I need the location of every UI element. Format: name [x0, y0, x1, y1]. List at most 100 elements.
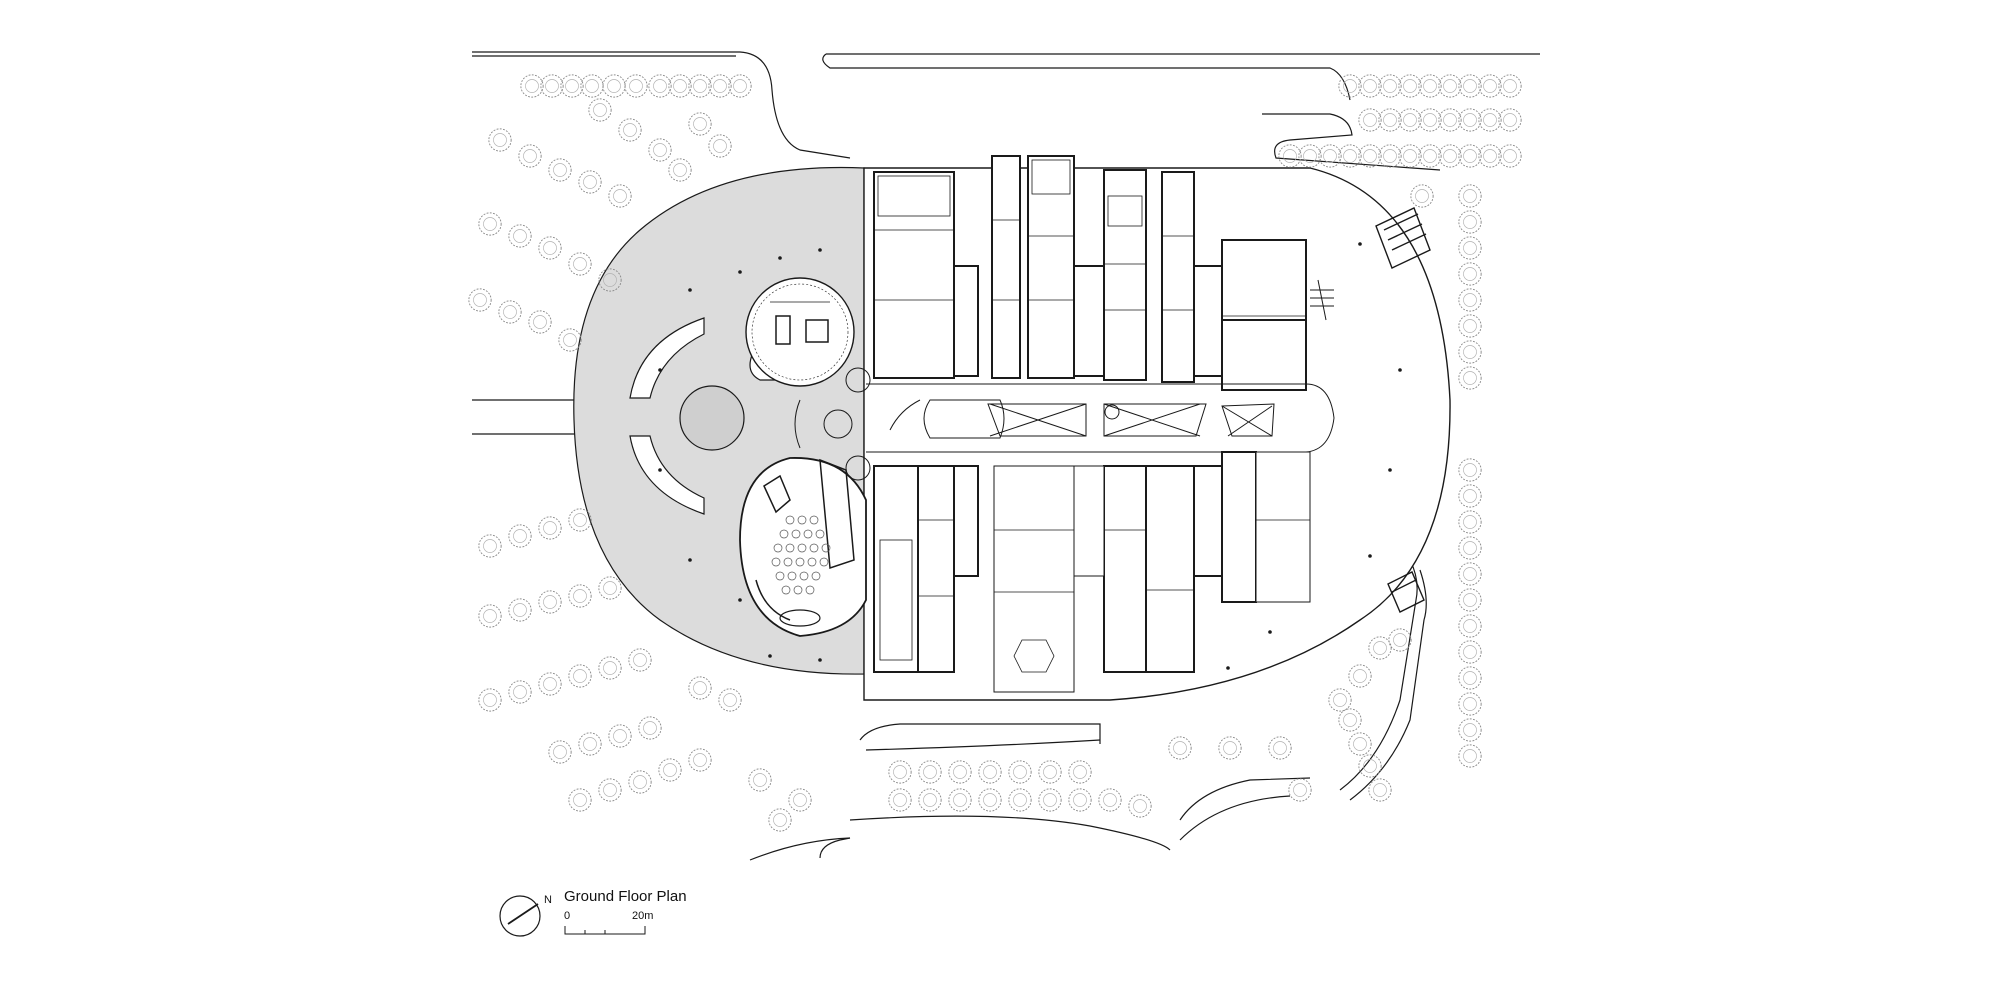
tree-icon	[478, 688, 502, 712]
tree-icon	[978, 788, 1002, 812]
tree-icon	[598, 656, 622, 680]
south-wings	[873, 451, 1257, 673]
tree-icon	[1438, 144, 1462, 168]
tree-icon	[1218, 736, 1242, 760]
tree-icon	[638, 716, 662, 740]
tree-icon	[1478, 108, 1502, 132]
south-wing-interiors	[879, 519, 1310, 673]
tree-icon	[518, 144, 542, 168]
tree-icon	[578, 170, 602, 194]
tree-icon	[1458, 108, 1482, 132]
scale-end-label: 20m	[632, 910, 654, 922]
tree-icon	[1458, 510, 1482, 534]
tree-icon	[1368, 636, 1392, 660]
tree-icon	[1128, 794, 1152, 818]
tree-icon	[658, 758, 682, 782]
east-shelters	[1375, 207, 1431, 613]
tree-icon	[948, 788, 972, 812]
tree-icon	[1278, 144, 1302, 168]
tree-icon	[1418, 108, 1442, 132]
tree-icon	[618, 118, 642, 142]
tree-icon	[560, 74, 584, 98]
column-grid	[658, 242, 1402, 670]
central-spine	[794, 367, 1335, 481]
tree-icon	[1458, 210, 1482, 234]
tree-icon	[1458, 562, 1482, 586]
tree-icon	[1398, 108, 1422, 132]
tree-icon	[1348, 664, 1372, 688]
tree-icon	[1458, 340, 1482, 364]
tree-icon	[1418, 144, 1442, 168]
tree-icon	[1458, 458, 1482, 482]
tree-icon	[918, 788, 942, 812]
tree-icon	[1038, 788, 1062, 812]
scale-start-label: 0	[564, 910, 571, 922]
tree-icon	[1458, 640, 1482, 664]
roundabout	[679, 385, 745, 451]
tree-icon	[508, 680, 532, 704]
tree-icon	[918, 760, 942, 784]
tree-icon	[1498, 144, 1522, 168]
tree-icon	[624, 74, 648, 98]
tree-icon	[1358, 108, 1382, 132]
tree-icon	[508, 224, 532, 248]
tree-icon	[1328, 688, 1352, 712]
tree-icon	[478, 534, 502, 558]
tree-icon	[538, 236, 562, 260]
tree-icon	[1458, 262, 1482, 286]
tree-icon	[1458, 236, 1482, 260]
site-roads	[472, 51, 1540, 861]
tree-icon	[1498, 74, 1522, 98]
tree-icon	[748, 768, 772, 792]
tree-icon	[548, 740, 572, 764]
tree-icon	[1318, 144, 1342, 168]
tree-icon	[538, 590, 562, 614]
tree-icon	[540, 74, 564, 98]
tree-icon	[718, 688, 742, 712]
tree-icon	[568, 584, 592, 608]
tree-icon	[1458, 588, 1482, 612]
tree-icon	[1458, 184, 1482, 208]
tree-icon	[1458, 288, 1482, 312]
east-stair	[1310, 279, 1334, 321]
tree-icon	[498, 300, 522, 324]
tree-icon	[1288, 778, 1312, 802]
tree-icon	[1438, 74, 1462, 98]
tree-icon	[1268, 736, 1292, 760]
tree-icon	[728, 74, 752, 98]
tree-icon	[1068, 760, 1092, 784]
tree-icon	[588, 98, 612, 122]
tree-icon	[508, 524, 532, 548]
tree-icon	[580, 74, 604, 98]
north-wings	[873, 155, 1307, 391]
tree-icon	[1458, 314, 1482, 338]
tree-icon	[1348, 732, 1372, 756]
tree-icon	[708, 134, 732, 158]
tree-icon	[1338, 74, 1362, 98]
tree-icon	[1168, 736, 1192, 760]
tree-icon	[1458, 144, 1482, 168]
auditorium	[739, 457, 867, 637]
tree-icon	[1498, 108, 1522, 132]
tree-icon	[568, 664, 592, 688]
tree-icon	[1438, 108, 1462, 132]
plan-title: Ground Floor Plan	[564, 888, 687, 905]
tree-icon	[602, 74, 626, 98]
south-wing-light	[993, 451, 1311, 693]
tree-icon	[668, 74, 692, 98]
tree-icon	[1458, 74, 1482, 98]
tree-icon	[598, 576, 622, 600]
tree-icon	[1410, 184, 1434, 208]
tree-icon	[478, 212, 502, 236]
tree-icon	[538, 672, 562, 696]
tree-icon	[538, 516, 562, 540]
tree-icon	[468, 288, 492, 312]
tree-icon	[548, 158, 572, 182]
tree-icon	[568, 252, 592, 276]
tree-icon	[1458, 692, 1482, 716]
tree-icon	[1008, 788, 1032, 812]
tree-icon	[788, 788, 812, 812]
tree-icon	[1458, 666, 1482, 690]
tree-icon	[628, 770, 652, 794]
